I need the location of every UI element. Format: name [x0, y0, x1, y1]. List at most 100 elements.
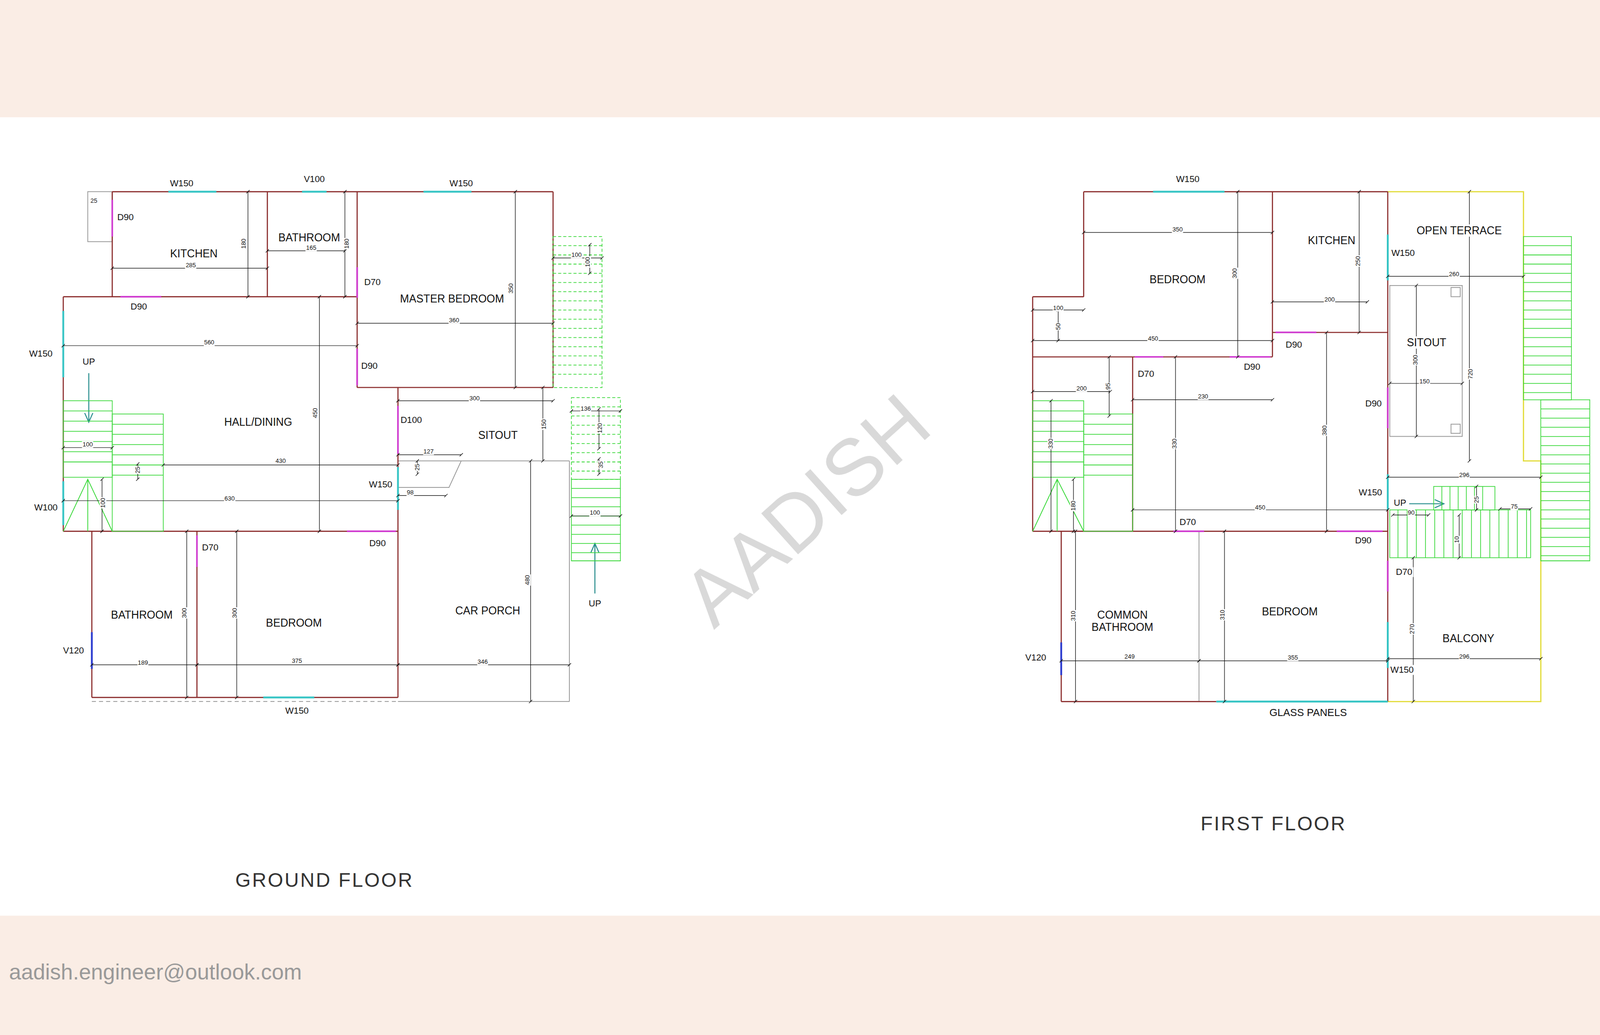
- dimension-value: 430: [274, 457, 287, 465]
- stair-direction: UP: [81, 357, 96, 368]
- dimension-value: 300: [1411, 354, 1419, 366]
- dimension-value: 200: [1324, 296, 1336, 304]
- dimension-value: 35: [597, 461, 605, 469]
- dimension-value: 180: [343, 238, 351, 250]
- opening-tag: V100: [303, 174, 326, 185]
- stair-treads: [1389, 510, 1531, 559]
- stair-treads: [1433, 486, 1496, 511]
- opening-tag: W150: [1389, 665, 1416, 676]
- light-outline: [87, 191, 1463, 702]
- dimension-value: 120: [596, 422, 604, 434]
- opening-tag: D70: [1178, 517, 1198, 528]
- dimension-value: 95: [1104, 382, 1112, 391]
- opening-tag: W150: [284, 705, 310, 716]
- dimension-value: 25: [414, 463, 421, 471]
- dimension-value: 300: [468, 395, 480, 402]
- room-area: MASTER BEDROOM: [357, 191, 553, 388]
- stair-treads: [1540, 400, 1590, 561]
- opening-tag: W150: [1357, 487, 1384, 498]
- dimension-value: 165: [305, 244, 317, 252]
- room-name: BEDROOM: [1148, 273, 1208, 286]
- dimension-value: 100: [82, 441, 94, 448]
- opening-tag: D90: [129, 302, 148, 312]
- ventilator-openings: [91, 632, 1062, 676]
- stair-landing: [63, 479, 1084, 532]
- dimension-value: 10: [1453, 535, 1461, 544]
- stair-treads: [63, 400, 112, 478]
- dimension-value: 310: [1070, 610, 1077, 622]
- room-name: OPEN TERRACE: [1415, 224, 1504, 237]
- dimension-value: 180: [240, 238, 248, 250]
- opening-tag: V120: [62, 645, 85, 656]
- dimension-value: 136: [580, 405, 592, 413]
- stair-treads: [1083, 414, 1133, 532]
- room-name: HALL/DINING: [222, 416, 294, 429]
- opening-tag: D90: [368, 538, 387, 549]
- terrace-outline: [1387, 191, 1541, 702]
- room-area: OPEN TERRACE SITOUT: [1387, 191, 1524, 461]
- dimension-value: 450: [1147, 335, 1159, 342]
- opening-tag: V120: [1024, 653, 1048, 664]
- opening-tag: D90: [1284, 339, 1304, 350]
- dimension-value: 25: [1472, 496, 1480, 504]
- dimension-value: 260: [1448, 271, 1460, 278]
- dimension-value: 300: [231, 607, 239, 619]
- dimension-value: 100: [589, 509, 601, 517]
- floor-caption: FIRST FLOOR: [1199, 813, 1348, 835]
- room-area: BEDROOM: [196, 531, 398, 698]
- dimension-value: 360: [448, 316, 460, 324]
- dimension-value: 25: [134, 466, 142, 474]
- stair-direction: UP: [1392, 497, 1408, 508]
- dimension-line: [1049, 399, 1053, 533]
- dimension-value: 100: [584, 256, 592, 268]
- stair-treads: [552, 236, 602, 388]
- dimension-value: 50: [1054, 322, 1062, 330]
- dimension-value: 630: [224, 495, 236, 503]
- opening-tag: W150: [28, 349, 54, 360]
- dimension-value: 300: [1231, 267, 1239, 280]
- room-area: SITOUT: [1389, 285, 1463, 437]
- opening-tag: D100: [399, 415, 423, 426]
- dimension-value: 200: [1076, 385, 1088, 392]
- dimension-value: 355: [1287, 654, 1299, 662]
- dimension-value: 300: [181, 607, 188, 619]
- room-name: COMMON BATHROOM: [1085, 608, 1160, 634]
- opening-tag: D70: [200, 542, 220, 553]
- room-name: KITCHEN: [168, 247, 220, 260]
- opening-tag: W150: [1175, 174, 1201, 185]
- dimension-value: 189: [137, 659, 149, 667]
- plinth-line: [91, 701, 399, 703]
- opening-tag: D90: [1354, 535, 1373, 546]
- dimension-value: 560: [203, 339, 216, 346]
- plan-linework: [61, 190, 1590, 704]
- watermark-text: AADISH: [665, 376, 947, 643]
- opening-tag: W150: [448, 178, 474, 189]
- floor-caption: GROUND FLOOR: [234, 869, 415, 891]
- dimension-value: 450: [1254, 504, 1266, 512]
- room-name: BEDROOM: [264, 616, 324, 630]
- opening-tag: W150: [1390, 248, 1416, 258]
- opening-tag: D90: [360, 361, 379, 372]
- dimension-value: 480: [524, 574, 531, 586]
- opening-tag: D90: [116, 212, 135, 223]
- dimension-value: 100: [570, 251, 583, 259]
- dimension-value: 230: [1197, 393, 1209, 400]
- stair-treads: [112, 414, 164, 532]
- room-area: BEDROOM: [1199, 531, 1388, 702]
- room-area: KITCHEN: [1272, 191, 1388, 333]
- room-area: COMMON BATHROOM: [1061, 531, 1200, 702]
- opening-tag: D70: [363, 277, 382, 288]
- stair-treads: [1523, 236, 1572, 400]
- dimension-value: 249: [1124, 653, 1136, 661]
- room-name: MASTER BEDROOM: [398, 292, 506, 305]
- dimension-value: 270: [1408, 623, 1416, 635]
- opening-tag: D90: [1364, 399, 1383, 409]
- dimension-value: 100: [1052, 304, 1064, 312]
- room-name: SITOUT: [476, 429, 520, 442]
- dimension-line: [569, 409, 623, 413]
- room-name: BEDROOM: [1260, 605, 1320, 618]
- stair-direction: UP: [587, 599, 602, 609]
- opening-tag: D90: [1242, 362, 1262, 373]
- opening-tag: D70: [1394, 567, 1414, 578]
- dimension-line: [396, 494, 448, 498]
